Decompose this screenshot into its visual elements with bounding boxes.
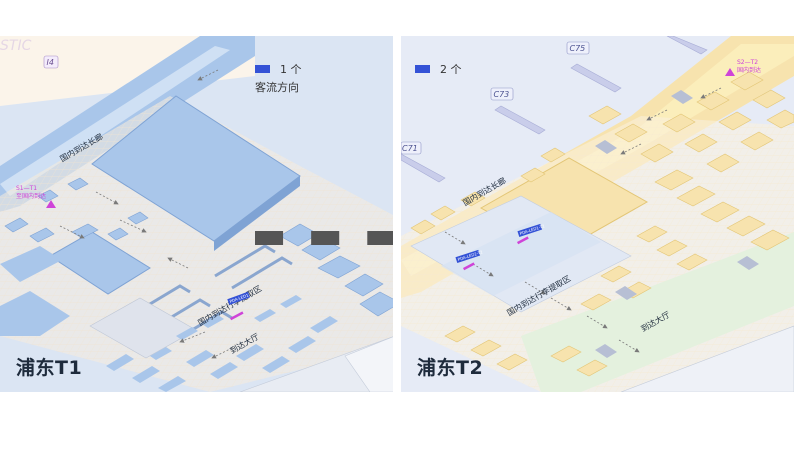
- t2-kiosks: [595, 90, 759, 358]
- t1-led-marker[interactable]: PDA-LED1: [227, 291, 251, 305]
- t1-poi-code: S1—T1: [16, 185, 37, 192]
- t1-stamp: STIC: [0, 38, 32, 54]
- svg-text:C71: C71: [402, 144, 418, 153]
- svg-text:C73: C73: [494, 90, 510, 99]
- t2-legend: 2 个: [415, 60, 462, 78]
- t2-landside-wall: [620, 325, 794, 392]
- t1-hall-counters: [106, 295, 338, 392]
- t1-poi-label: 至国内到达: [16, 192, 46, 200]
- t1-left-block: [49, 231, 151, 295]
- t1-landside-block: [344, 336, 393, 392]
- legend-marker-swatch: [255, 65, 270, 73]
- t2-gate-c75: C75: [566, 41, 590, 55]
- t2-legend-count-label: 2 个: [440, 63, 462, 76]
- t1-floor-plan: I4 STIC 国内到达长廊 国内到达行李提取区 到达大厅 PDA-LED1 S…: [0, 36, 393, 392]
- t1-left-block-2: [0, 246, 62, 282]
- map-panel-t1: I4 STIC 国内到达长廊 国内到达行李提取区 到达大厅 PDA-LED1 S…: [0, 36, 393, 392]
- t1-central-block-side: [214, 176, 300, 251]
- t2-jet-bridges: [401, 36, 708, 183]
- svg-text:PDA-LED1: PDA-LED1: [229, 292, 250, 304]
- t2-led-screen-1: [517, 236, 529, 245]
- t1-title: 浦东T1: [16, 357, 83, 379]
- t1-legend-flow-row: 客流方向: [255, 78, 393, 246]
- t1-legend-flow-label: 客流方向: [255, 81, 299, 94]
- t1-flow-arrows: [59, 69, 233, 359]
- t2-rooms: [410, 71, 794, 377]
- t1-landside-wall: [239, 336, 393, 392]
- t1-legend-count-label: 1 个: [280, 63, 302, 76]
- t2-poi-code: S2—T2: [737, 59, 758, 66]
- flow-arrow-icon: [255, 230, 393, 246]
- t1-legend-count-row: 1 个: [255, 60, 302, 78]
- t1-left-block-3: [0, 291, 70, 336]
- t2-title: 浦东T2: [417, 357, 484, 379]
- t1-gate-badge: [43, 55, 59, 69]
- t2-legend-count-row: 2 个: [415, 60, 462, 78]
- t2-floor-plan: C75 C73 C71 国内到达长廊 国内到达行李提取区 到达大厅 PDA-LE…: [401, 36, 794, 392]
- t1-poi-pin[interactable]: [46, 200, 56, 208]
- t1-legend: 1 个 客流方向: [255, 60, 393, 246]
- t1-floor-fill: [0, 96, 393, 392]
- t2-gate-c73: C73: [490, 87, 514, 101]
- t2-poi-pin[interactable]: [725, 68, 735, 76]
- map-panel-t2: C75 C73 C71 国内到达长廊 国内到达行李提取区 到达大厅 PDA-LE…: [401, 36, 794, 392]
- t1-led-screen: [230, 311, 244, 321]
- t2-poi-label: 国内到达: [737, 66, 761, 74]
- t2-led-screen-2: [463, 262, 475, 271]
- svg-text:C75: C75: [570, 44, 586, 53]
- t2-baggage-island: [441, 212, 601, 296]
- t2-gate-c71: C71: [401, 141, 422, 155]
- legend-marker-swatch: [415, 65, 430, 73]
- t1-gate-label: I4: [47, 58, 54, 67]
- t2-green-band: [521, 232, 794, 392]
- t1-corridor-walkway: [0, 46, 230, 196]
